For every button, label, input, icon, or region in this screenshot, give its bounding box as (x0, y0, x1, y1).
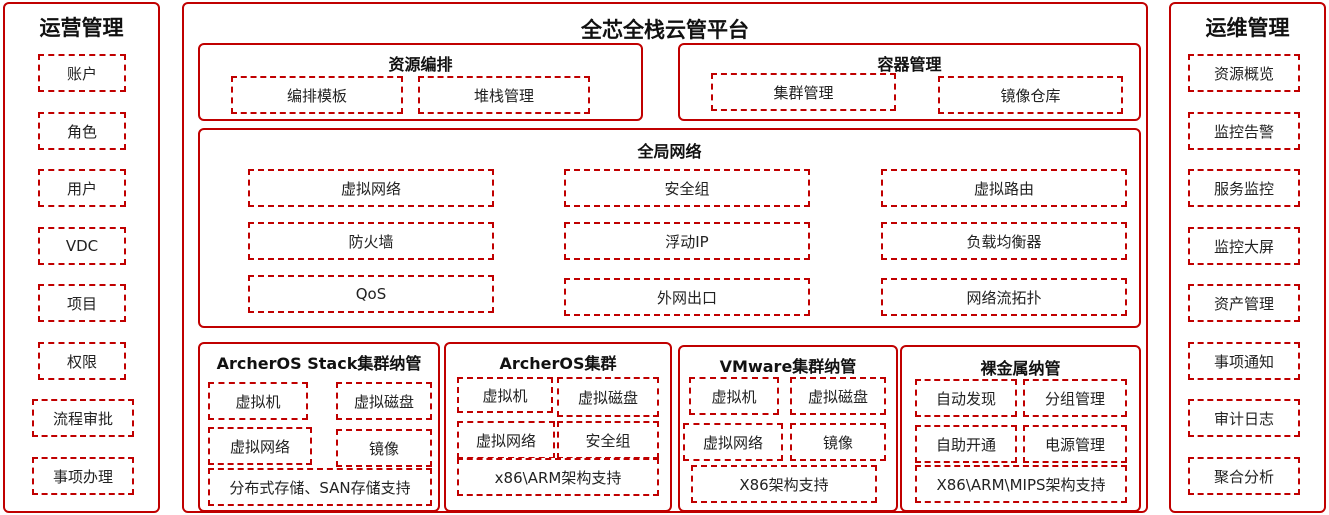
vmware-virtual-network[interactable]: 虚拟网络 (683, 423, 783, 461)
operations-item-account[interactable]: 账户 (38, 54, 126, 92)
maintenance-item-big-screen[interactable]: 监控大屏 (1188, 227, 1300, 265)
container-group: 容器管理 集群管理 镜像仓库 (678, 43, 1141, 121)
orchestration-title: 资源编排 (388, 55, 453, 74)
maintenance-item-audit[interactable]: 审计日志 (1188, 399, 1300, 437)
operations-item-handling[interactable]: 事项办理 (32, 457, 134, 495)
operations-item-permission[interactable]: 权限 (38, 342, 126, 380)
stack-management[interactable]: 堆栈管理 (418, 76, 590, 114)
baremetal-auto-discovery[interactable]: 自动发现 (915, 379, 1017, 417)
network-group: 全局网络 虚拟网络 安全组 虚拟路由 防火墙 浮动IP 负载均衡器 QoS 外网… (198, 128, 1141, 328)
platform-title: 全芯全栈云管平台 (581, 18, 749, 42)
orchestration-template[interactable]: 编排模板 (231, 76, 403, 114)
network-firewall[interactable]: 防火墙 (248, 222, 494, 260)
archeros-virtual-network[interactable]: 虚拟网络 (457, 421, 555, 459)
baremetal-arch-support[interactable]: X86\ARM\MIPS架构支持 (915, 465, 1127, 503)
maintenance-panel: 运维管理 资源概览 监控告警 服务监控 监控大屏 资产管理 事项通知 审计日志 … (1169, 2, 1326, 513)
archeros-cluster-title: ArcherOS集群 (499, 354, 617, 373)
network-security-group[interactable]: 安全组 (564, 169, 810, 207)
vmware-vm[interactable]: 虚拟机 (689, 377, 779, 415)
stack-virtual-network[interactable]: 虚拟网络 (208, 427, 312, 465)
platform-panel: 全芯全栈云管平台 资源编排 编排模板 堆栈管理 容器管理 集群管理 镜像仓库 全… (182, 2, 1148, 513)
network-flow-topology[interactable]: 网络流拓扑 (881, 278, 1127, 316)
stack-virtual-disk[interactable]: 虚拟磁盘 (336, 382, 432, 420)
operations-item-approval[interactable]: 流程审批 (32, 399, 134, 437)
vmware-image[interactable]: 镜像 (790, 423, 886, 461)
stack-image[interactable]: 镜像 (336, 429, 432, 467)
archeros-cluster-group: ArcherOS集群 虚拟机 虚拟磁盘 虚拟网络 安全组 x86\ARM架构支持 (444, 342, 672, 512)
maintenance-item-notice[interactable]: 事项通知 (1188, 342, 1300, 380)
maintenance-item-asset[interactable]: 资产管理 (1188, 284, 1300, 322)
vmware-group: VMware集群纳管 虚拟机 虚拟磁盘 虚拟网络 镜像 X86架构支持 (678, 345, 898, 512)
vmware-title: VMware集群纳管 (719, 357, 857, 376)
operations-item-vdc[interactable]: VDC (38, 227, 126, 265)
image-repository[interactable]: 镜像仓库 (938, 76, 1123, 114)
orchestration-group: 资源编排 编排模板 堆栈管理 (198, 43, 643, 121)
network-title: 全局网络 (637, 142, 702, 161)
archeros-vm[interactable]: 虚拟机 (457, 377, 553, 413)
stack-storage-support[interactable]: 分布式存储、SAN存储支持 (208, 468, 432, 506)
maintenance-item-analysis[interactable]: 聚合分析 (1188, 457, 1300, 495)
archeros-security-group[interactable]: 安全组 (557, 421, 659, 459)
operations-item-role[interactable]: 角色 (38, 112, 126, 150)
archeros-stack-title: ArcherOS Stack集群纳管 (216, 354, 422, 373)
operations-title: 运营管理 (39, 16, 124, 40)
network-floating-ip[interactable]: 浮动IP (564, 222, 810, 260)
maintenance-item-alarm[interactable]: 监控告警 (1188, 112, 1300, 150)
baremetal-group: 裸金属纳管 自动发现 分组管理 自助开通 电源管理 X86\ARM\MIPS架构… (900, 345, 1141, 512)
baremetal-group-management[interactable]: 分组管理 (1023, 379, 1127, 417)
vmware-arch-support[interactable]: X86架构支持 (691, 465, 877, 503)
stack-vm[interactable]: 虚拟机 (208, 382, 308, 420)
maintenance-item-service-monitor[interactable]: 服务监控 (1188, 169, 1300, 207)
operations-item-project[interactable]: 项目 (38, 284, 126, 322)
network-egress[interactable]: 外网出口 (564, 278, 810, 316)
container-title: 容器管理 (877, 55, 942, 74)
network-qos[interactable]: QoS (248, 275, 494, 313)
archeros-virtual-disk[interactable]: 虚拟磁盘 (557, 377, 659, 417)
network-virtual-network[interactable]: 虚拟网络 (248, 169, 494, 207)
vmware-virtual-disk[interactable]: 虚拟磁盘 (790, 377, 886, 415)
cluster-management[interactable]: 集群管理 (711, 73, 896, 111)
operations-item-user[interactable]: 用户 (38, 169, 126, 207)
archeros-arch-support[interactable]: x86\ARM架构支持 (457, 458, 659, 496)
operations-panel: 运营管理 账户 角色 用户 VDC 项目 权限 流程审批 事项办理 (3, 2, 160, 513)
maintenance-title: 运维管理 (1205, 16, 1290, 40)
baremetal-self-provision[interactable]: 自助开通 (915, 425, 1017, 463)
baremetal-title: 裸金属纳管 (980, 359, 1061, 378)
network-load-balancer[interactable]: 负载均衡器 (881, 222, 1127, 260)
maintenance-item-overview[interactable]: 资源概览 (1188, 54, 1300, 92)
network-virtual-router[interactable]: 虚拟路由 (881, 169, 1127, 207)
archeros-stack-group: ArcherOS Stack集群纳管 虚拟机 虚拟磁盘 虚拟网络 镜像 分布式存… (198, 342, 440, 512)
baremetal-power-management[interactable]: 电源管理 (1023, 425, 1127, 463)
